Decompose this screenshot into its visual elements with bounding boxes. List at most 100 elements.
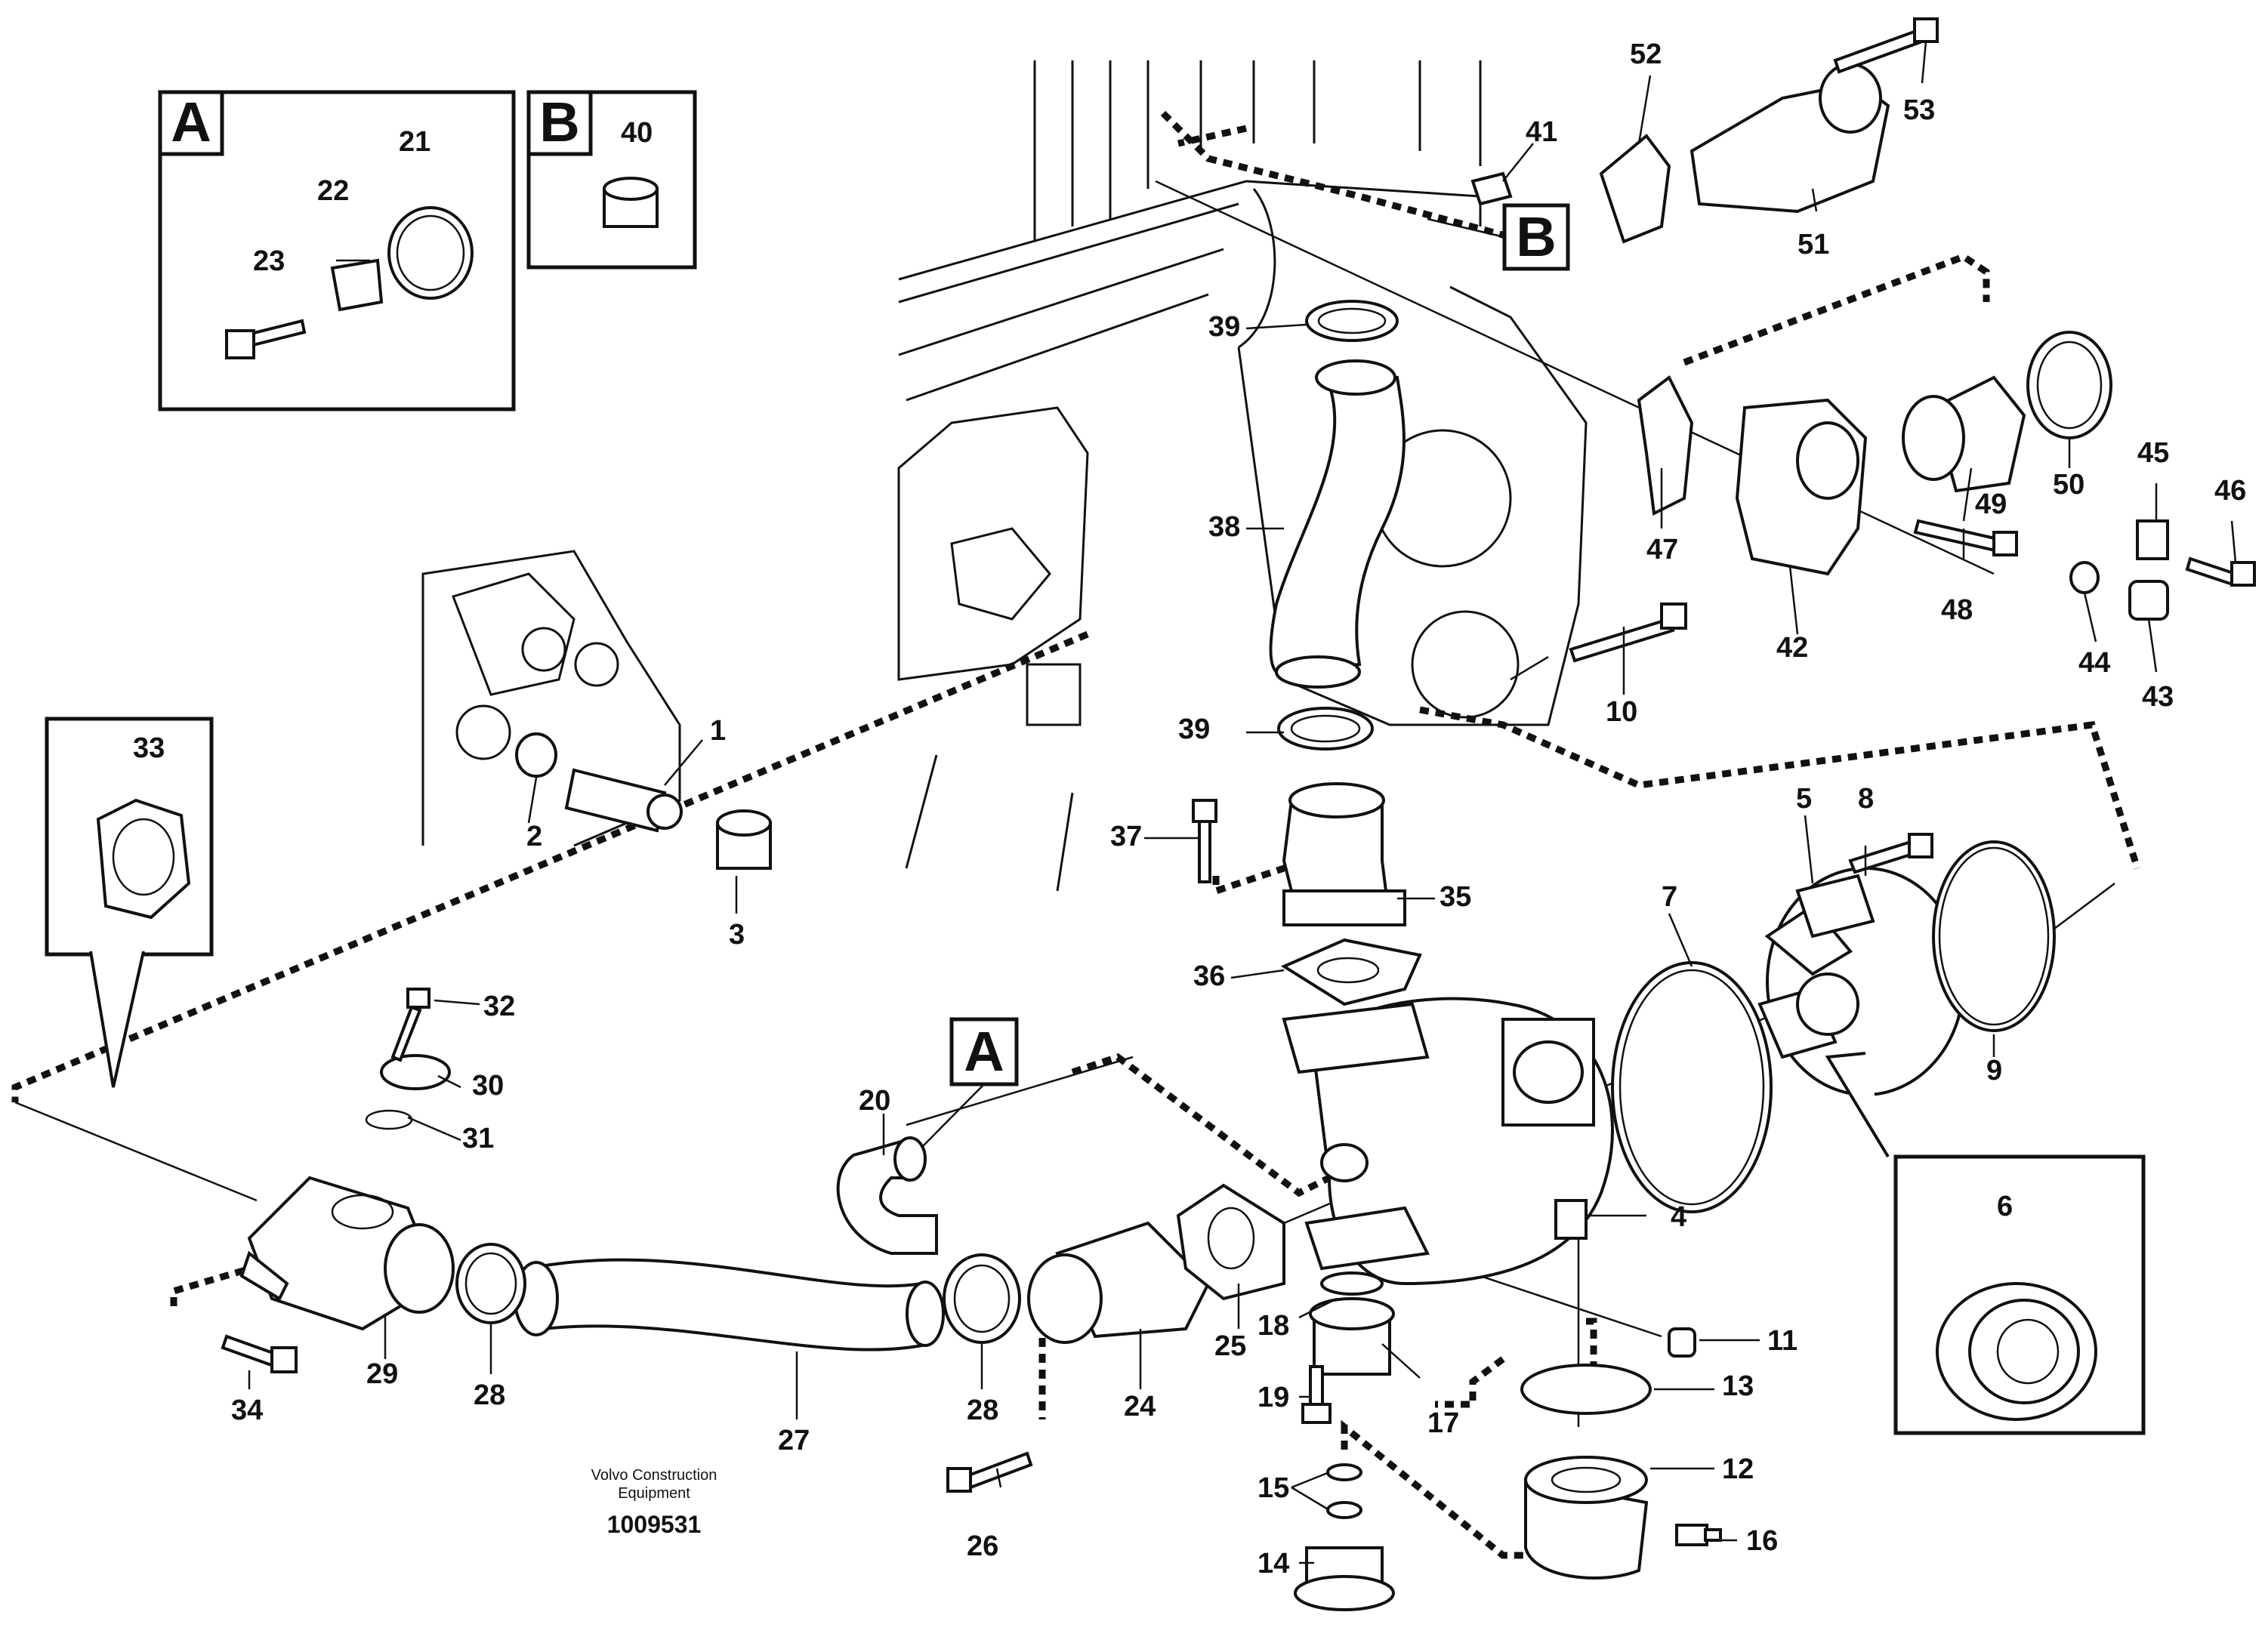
part-number-30: 30: [472, 1070, 504, 1102]
inset-a-label: A: [171, 91, 211, 153]
part-number-49: 49: [1975, 489, 2007, 520]
part-number-48: 48: [1941, 594, 1973, 626]
part-number-7: 7: [1662, 881, 1677, 913]
part-number-3: 3: [729, 919, 745, 951]
part-number-8: 8: [1858, 783, 1874, 815]
part-number-39a: 39: [1208, 311, 1240, 343]
part-number-53: 53: [1903, 94, 1935, 126]
part-number-42: 42: [1776, 632, 1808, 664]
part-number-52: 52: [1630, 39, 1662, 70]
publisher-line-2: Equipment: [618, 1485, 690, 1502]
part-number-labels: 1 2 3 4 5 6 7 8 9 10 11 12 13 14 15 16 1…: [133, 39, 2246, 1580]
water-pump-5: [1757, 867, 1965, 1096]
o-ring-31: [365, 1109, 413, 1130]
part-number-18: 18: [1257, 1310, 1289, 1342]
elbow-29: [239, 1176, 455, 1331]
drawing-number: 1009531: [607, 1511, 702, 1538]
part-number-6: 6: [1997, 1191, 2013, 1222]
part-number-11: 11: [1767, 1325, 1797, 1357]
part-number-33: 33: [133, 732, 165, 764]
part-number-43: 43: [2142, 681, 2174, 713]
hose-38: [1269, 359, 1406, 689]
seal-ring-13: [1520, 1364, 1652, 1415]
callout-a: A: [921, 1017, 1019, 1148]
part-number-20: 20: [859, 1085, 890, 1117]
nipple-16: [1675, 1524, 1722, 1546]
bolt-37: [1192, 799, 1217, 883]
plug-11: [1668, 1327, 1696, 1358]
part-number-40: 40: [621, 117, 653, 149]
part-number-41: 41: [1526, 116, 1557, 148]
part-number-15: 15: [1257, 1472, 1289, 1504]
part-number-38: 38: [1208, 511, 1240, 543]
assembly-dashed-lines: [11, 110, 2141, 1559]
part-number-29: 29: [366, 1358, 398, 1390]
bolt-19: [1301, 1365, 1332, 1424]
part-number-39b: 39: [1178, 714, 1210, 745]
plug-43: [2128, 580, 2169, 621]
bolt-10: [1569, 603, 1687, 663]
part-number-51: 51: [1797, 229, 1829, 260]
part-number-50: 50: [2053, 469, 2084, 501]
part-number-25: 25: [1214, 1330, 1246, 1362]
o-ring-7: [1611, 961, 1773, 1213]
bolt-8: [1848, 833, 1933, 874]
gasket-47: [1637, 374, 1694, 516]
thermostat-49: [1902, 375, 2026, 493]
gasket-36: [1280, 938, 1422, 1006]
part-number-28b: 28: [967, 1395, 998, 1426]
hose-clamp-39-upper: [1305, 300, 1399, 342]
part-number-4: 4: [1671, 1201, 1686, 1233]
part-number-21: 21: [399, 126, 430, 158]
part-number-12: 12: [1722, 1453, 1754, 1485]
housing-12: [1524, 1456, 1649, 1580]
part-number-44: 44: [2078, 647, 2110, 679]
part-number-10: 10: [1606, 696, 1637, 728]
part-number-45: 45: [2137, 437, 2169, 469]
bolt-32: [390, 988, 430, 1062]
callout-a-label: A: [964, 1020, 1004, 1083]
part-number-2: 2: [526, 821, 542, 852]
bolt-48: [1913, 519, 2018, 556]
elbow-24: [1027, 1221, 1211, 1344]
part-number-31: 31: [462, 1123, 494, 1154]
sensor-1: [564, 768, 683, 833]
washer-44: [2069, 561, 2100, 594]
part-number-36: 36: [1193, 960, 1225, 992]
water-pump-housing-4: [1282, 997, 1614, 1286]
part-number-13: 13: [1722, 1370, 1754, 1402]
bolt-53: [1833, 17, 1939, 74]
hose-27: [514, 1258, 945, 1351]
fitting-41: [1470, 171, 1513, 206]
engine-block-drawing: [421, 60, 1588, 892]
pipe-17: [1309, 1297, 1395, 1376]
part-number-17: 17: [1427, 1407, 1459, 1439]
part-number-1: 1: [710, 715, 726, 747]
part-number-24: 24: [1124, 1391, 1156, 1422]
part-number-28a: 28: [474, 1379, 505, 1411]
o-rings-15: [1326, 1463, 1362, 1519]
inset-6: [1825, 1052, 2146, 1435]
bolt-34: [221, 1334, 298, 1373]
thermostat-housing-42: [1735, 398, 1868, 576]
part-number-14: 14: [1257, 1548, 1289, 1580]
cap-3: [716, 809, 772, 870]
pipe-20: [836, 1136, 938, 1255]
hose-clamp-39-lower: [1277, 707, 1374, 750]
gasket-18: [1320, 1271, 1384, 1296]
part-number-22: 22: [317, 175, 349, 207]
drain-plug-14: [1294, 1546, 1395, 1611]
part-number-5: 5: [1796, 783, 1812, 815]
cover-30: [380, 1054, 451, 1090]
inset-b: B: [526, 90, 697, 270]
clip-45: [2136, 519, 2169, 560]
part-number-47: 47: [1646, 534, 1678, 566]
footer: Volvo Construction Equipment 1009531: [591, 1467, 717, 1538]
part-number-19: 19: [1257, 1382, 1289, 1413]
pipe-35: [1282, 782, 1406, 926]
part-number-23: 23: [253, 245, 285, 277]
part-number-27: 27: [778, 1425, 810, 1456]
bolt-26: [946, 1451, 1033, 1493]
o-ring-9: [1932, 840, 2056, 1032]
